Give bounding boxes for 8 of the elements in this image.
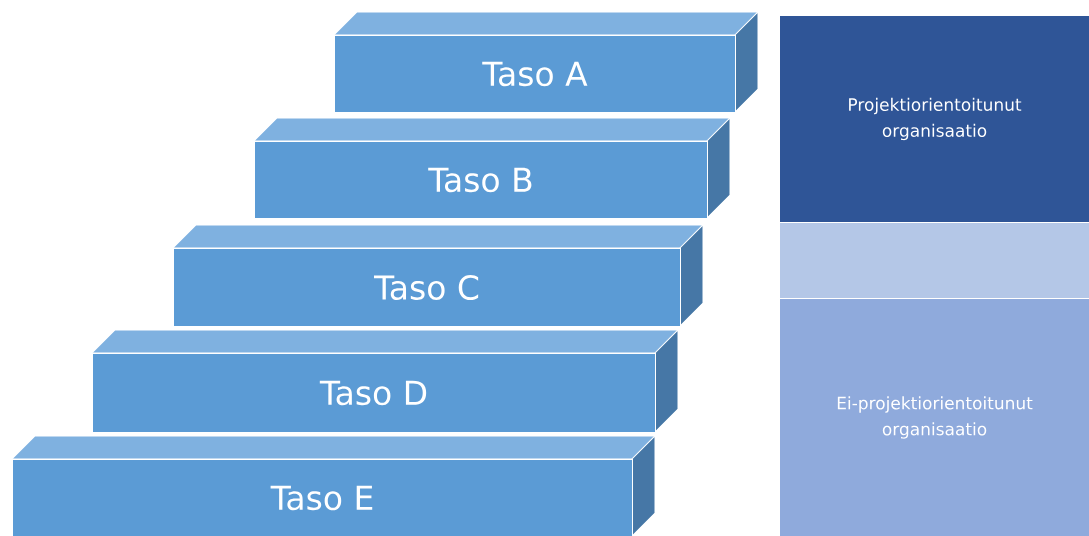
step-block: Taso E: [11, 435, 656, 536]
step-block: Taso A: [333, 11, 759, 113]
text-box: Projektiorientoitunut organisaatio: [779, 15, 1089, 223]
empty-box: [779, 222, 1089, 299]
step-block: Taso D: [91, 329, 679, 433]
step-block: Taso C: [172, 224, 704, 327]
text-box: Ei-projektiorientoitunut organisaatio: [779, 298, 1089, 536]
step-block: Taso B: [253, 117, 731, 219]
